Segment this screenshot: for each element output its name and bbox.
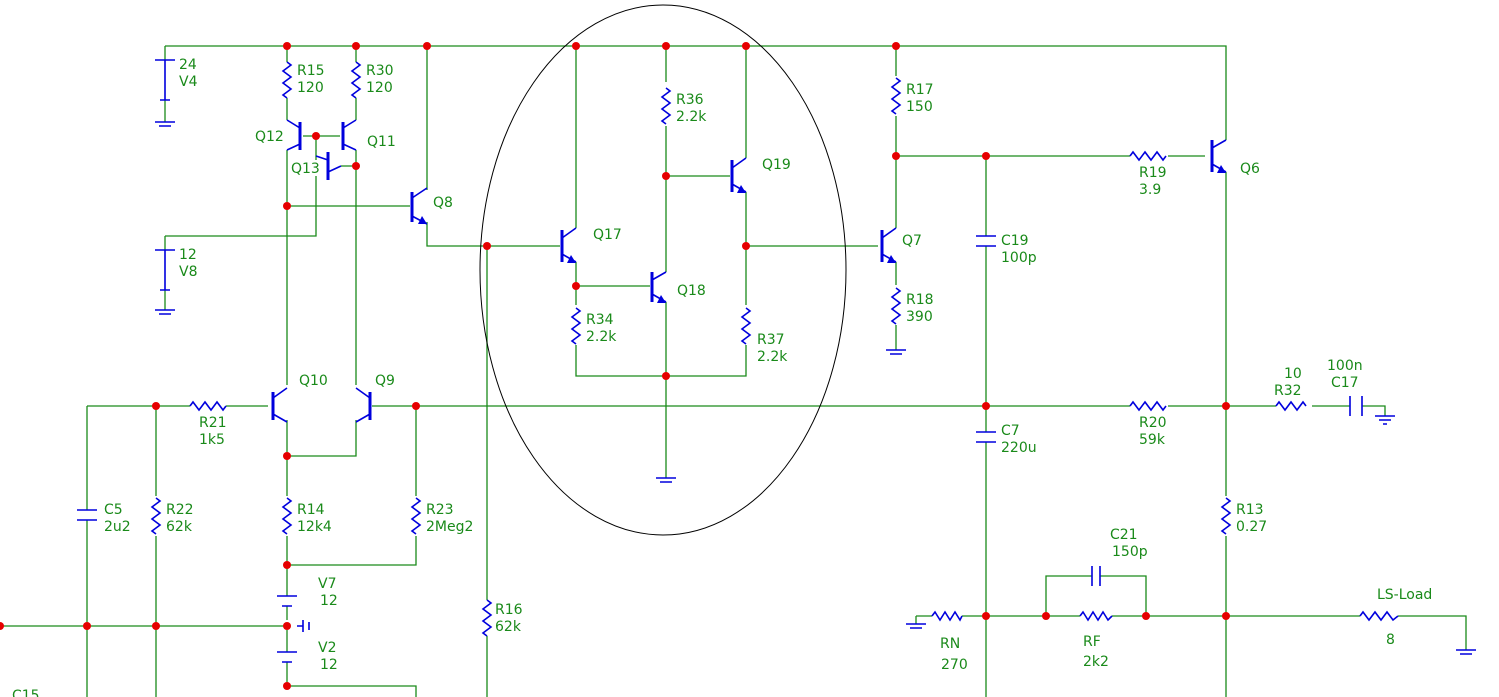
q18-label: Q18 bbox=[677, 283, 706, 299]
v2-battery bbox=[277, 651, 297, 663]
v8-ground-icon bbox=[155, 309, 175, 315]
q19-label: Q19 bbox=[762, 157, 791, 173]
r13-resistor bbox=[1220, 497, 1232, 535]
q17-label: Q17 bbox=[593, 227, 622, 243]
v4-ground-icon bbox=[155, 121, 175, 127]
r37-resistor bbox=[740, 307, 752, 345]
ls-load-resistor bbox=[1359, 610, 1399, 622]
q7-transistor bbox=[880, 227, 897, 263]
resistors bbox=[150, 61, 1399, 637]
q12-transistor bbox=[286, 119, 302, 151]
q8-transistor bbox=[410, 187, 428, 225]
r18-ground-icon bbox=[886, 349, 906, 355]
q13-transistor bbox=[315, 152, 342, 180]
r20-resistor bbox=[1129, 400, 1167, 412]
q9-label: Q9 bbox=[375, 373, 395, 389]
v8-battery bbox=[155, 249, 175, 291]
r21-resistor bbox=[189, 400, 227, 412]
capacitors bbox=[77, 59, 1363, 663]
vas-highlight-ellipse bbox=[479, 4, 847, 536]
q12-label: Q12 bbox=[255, 129, 284, 145]
v4-battery bbox=[155, 59, 175, 101]
vas-ground-icon bbox=[656, 477, 676, 483]
r17-resistor bbox=[890, 77, 902, 115]
rn-resistor bbox=[931, 610, 963, 622]
q10-label: Q10 bbox=[299, 373, 328, 389]
rf-resistor bbox=[1079, 610, 1113, 622]
r32-resistor bbox=[1275, 400, 1307, 412]
ls-ground-icon bbox=[1456, 649, 1476, 655]
c17-ground-icon bbox=[1375, 415, 1395, 425]
rn-ground-icon bbox=[906, 623, 926, 629]
r22-resistor bbox=[150, 497, 162, 535]
q9-transistor bbox=[355, 387, 372, 423]
r23-resistor bbox=[410, 497, 422, 535]
transistors bbox=[271, 119, 1227, 423]
r15-resistor bbox=[281, 61, 293, 99]
wires bbox=[0, 45, 1467, 697]
r36-resistor bbox=[660, 87, 672, 125]
r30-resistor bbox=[350, 61, 362, 99]
q18-transistor bbox=[650, 271, 667, 303]
c15-label: C15 bbox=[12, 688, 40, 697]
v2-connector bbox=[297, 620, 310, 632]
c19-capacitor bbox=[976, 235, 996, 247]
c17-capacitor bbox=[1349, 396, 1363, 416]
v7-battery bbox=[277, 595, 297, 607]
q19-transistor bbox=[730, 157, 747, 193]
q6-label: Q6 bbox=[1240, 161, 1260, 177]
r16-resistor bbox=[481, 599, 493, 637]
junction-dots bbox=[0, 42, 1230, 690]
r14-resistor bbox=[281, 497, 293, 535]
q17-transistor bbox=[560, 227, 577, 263]
q7-label: Q7 bbox=[902, 233, 922, 249]
c21-capacitor bbox=[1091, 566, 1101, 586]
q11-label: Q11 bbox=[367, 134, 396, 150]
q11-transistor bbox=[341, 119, 357, 151]
grounds bbox=[155, 121, 1476, 655]
r18-resistor bbox=[890, 287, 902, 325]
r34-resistor bbox=[570, 307, 582, 345]
c5-capacitor bbox=[77, 509, 97, 521]
q8-label: Q8 bbox=[433, 195, 453, 211]
r19-resistor bbox=[1129, 150, 1167, 162]
q6-transistor bbox=[1210, 139, 1227, 173]
c7-capacitor bbox=[976, 431, 996, 443]
q10-transistor bbox=[271, 387, 288, 423]
q13-label: Q13 bbox=[291, 161, 320, 177]
